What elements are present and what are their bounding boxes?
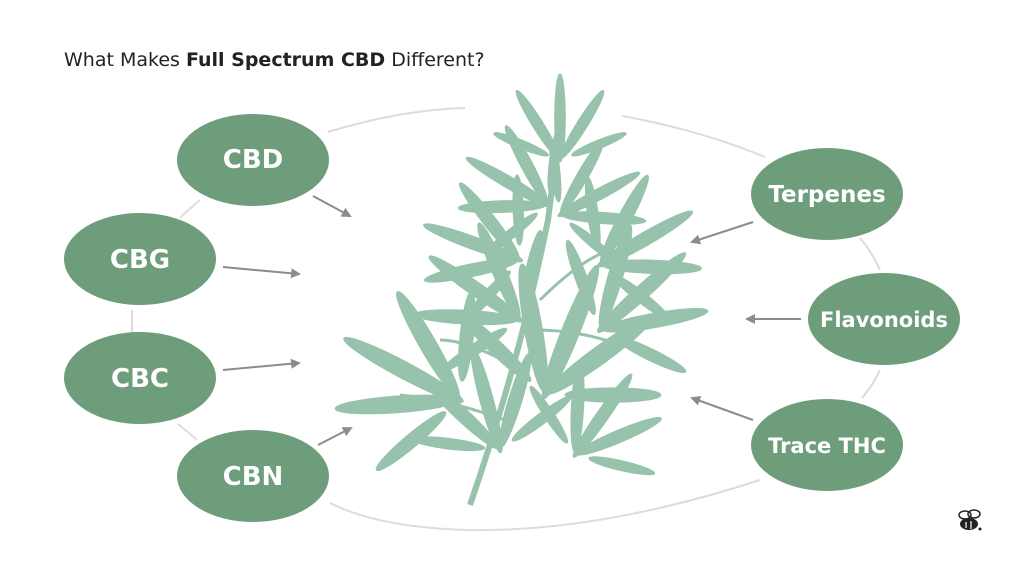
arrow-cbg — [222, 266, 301, 279]
ring-segment-top-left — [327, 107, 466, 133]
node-cbn: CBN — [177, 430, 329, 522]
arrow-cbc — [222, 358, 301, 371]
node-cbc-label: CBC — [111, 364, 169, 394]
bee-logo-icon — [958, 509, 982, 531]
title-suffix: Different? — [385, 49, 485, 71]
ring-segment-right-lower — [861, 369, 881, 399]
node-cbg-label: CBG — [110, 245, 170, 275]
node-flavonoids: Flavonoids — [808, 273, 960, 365]
cannabis-plant-icon — [294, 73, 747, 506]
arrow-cbn — [317, 427, 353, 446]
node-cbd-label: CBD — [223, 145, 283, 175]
ring-segment-bottom — [329, 479, 761, 532]
arrow-terpenes — [690, 221, 754, 245]
node-cbc: CBC — [64, 332, 216, 424]
node-terpenes-label: Terpenes — [768, 182, 885, 208]
node-terpenes: Terpenes — [751, 148, 903, 240]
arrows — [222, 195, 801, 446]
node-cbn-label: CBN — [223, 462, 284, 492]
node-trace-thc-label: Trace THC — [768, 434, 886, 458]
arrow-trace-thc — [690, 396, 754, 421]
node-trace-thc: Trace THC — [751, 399, 903, 491]
title-emphasis: Full Spectrum CBD — [185, 49, 386, 71]
page-title: What Makes Full Spectrum CBD Different? — [64, 49, 485, 71]
ring-segment-left-top — [179, 199, 201, 219]
node-cbg: CBG — [64, 213, 216, 305]
node-cbd: CBD — [177, 114, 329, 206]
node-flavonoids-label: Flavonoids — [820, 308, 948, 332]
ring-segment-right-upper — [859, 237, 881, 271]
background-ring — [131, 107, 881, 532]
arrow-cbd — [312, 195, 352, 217]
title-prefix: What Makes — [64, 49, 186, 71]
ring-segment-left-bottom — [177, 423, 198, 441]
ring-segment-top-right — [621, 115, 766, 158]
